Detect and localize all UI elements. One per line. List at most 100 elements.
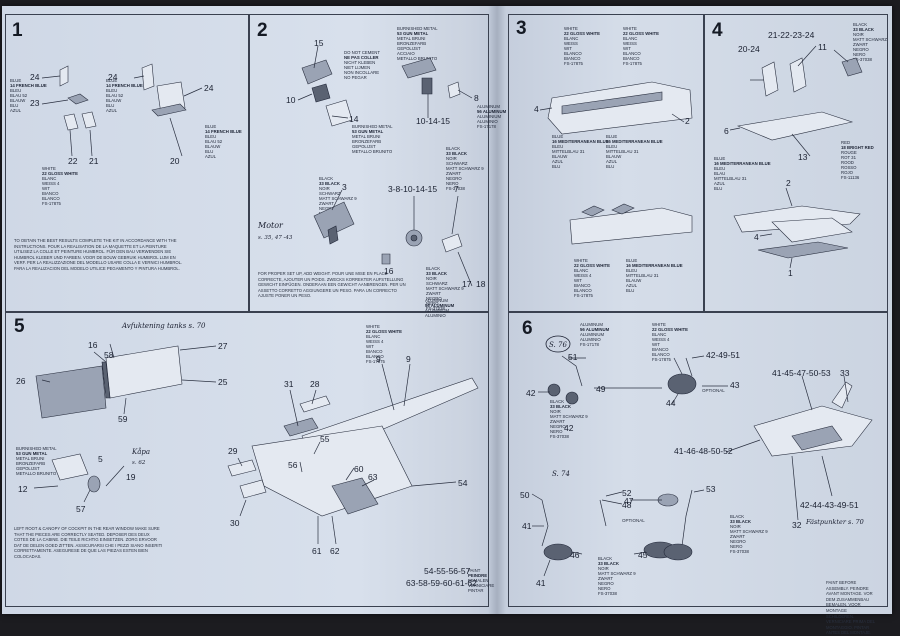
color-callout-line: 22 GLOSS WHITE [564,31,601,36]
color-callout-line: 14 FRENCH BLUE [205,129,242,134]
color-callout-line: ZWART [730,534,746,539]
color-callout-line: BLAU [714,171,726,176]
part-label: 2 [685,116,690,126]
color-callout-line: WHITE [574,258,588,263]
part-label: 45 [638,550,648,560]
color-callout-line: BLACK [853,22,868,27]
color-callout-line: BLUE [205,124,217,129]
part-label: 41-46-48-50-52 [674,446,733,456]
handwritten-note: S. 76 [549,341,567,349]
color-callout-line: WIT [623,46,631,51]
color-callout-line: NOIR [550,409,561,414]
color-callout-line: METAL BRUNI [16,456,45,461]
color-callout-line: FS-17875 [652,357,671,362]
color-callout-line: 14 FRENCH BLUE [10,83,47,88]
color-callout-line: 16 MEDITERRANEAN BLUE [552,139,609,144]
handwritten-note: Motor [257,221,284,230]
color-callout-line: BLU [714,186,723,191]
color-callout-line: 53 GUN METAL [352,129,384,134]
instrument-panel-step-2 [297,45,473,287]
color-callout-line: FS-37038 [426,306,445,311]
color-callout-line: FS-37038 [853,57,872,62]
color-callout-line: 16 MEDITERRANEAN BLUE [626,263,683,268]
color-callout-line: NERO [730,544,743,549]
color-callout-line: ROT 31 [841,155,856,160]
part-label: 41-45-47-50-53 [772,368,831,378]
color-callout-line: FS-17875 [623,61,642,66]
part-label: 1 [788,268,793,278]
panel-step-5 [5,312,489,607]
color-callout-line: BLUE [106,78,118,83]
part-label: 13 [798,152,808,162]
part-label: 62 [330,546,340,556]
color-callout-line: MITTELBLAU 31 [714,176,747,181]
part-label: 4 [534,104,539,114]
part-label: 50 [520,490,530,500]
color-callout-line: 53 GUN METAL [16,451,48,456]
color-callout-line: BLU [626,288,635,293]
color-callout-line: 22 GLOSS WHITE [42,171,79,176]
color-callout-line: BLEU [205,134,217,139]
part-label: 42 [564,423,574,433]
color-callout-line: FS-11136 [841,175,860,180]
color-callout-line: MATT SCHWARZ 9 [730,529,768,534]
color-callout-line: GEPOLIJST [352,144,376,149]
handwritten-note: s. 35, 47 -43 [258,235,293,241]
color-callout-line: MATT SCHWARZ 9 [550,414,588,419]
color-callout-line: WHITE [623,26,637,31]
part-label: 48 [622,500,632,510]
color-callout-line: DO NOT CEMENT [344,50,380,55]
color-callout-line: NEGRO [319,206,335,211]
color-callout-line: BIANCO [652,347,669,352]
part-label: 30 [230,518,240,528]
color-callout-line: BLANC [42,176,57,181]
color-callout-line: BIANCO [366,349,383,354]
part-label: 10 [286,95,296,105]
color-callout-line: ALUMINIO [477,119,498,124]
color-callout-line: FS-17875 [366,359,385,364]
color-callout-line: 56 ALUMINUM [425,303,455,308]
color-callout-line: NEGRO [853,47,869,52]
color-callout-line: BLANCO [366,354,384,359]
color-callout-line: BRONZEFARB [397,41,427,46]
color-callout-line: 33 BLACK [550,404,572,409]
landing-gear-step-6 [531,355,873,577]
step-number-4: 4 [712,20,723,41]
part-label: 7 [454,184,459,194]
part-label: 16 [384,266,394,276]
color-callout-line: NON INCOLLARE [344,70,380,75]
color-callout-line: BLANC [366,334,381,339]
color-callout-line: BLAUW [606,154,622,159]
color-callout-line: BLEU [626,268,638,273]
instruction-note: FOR PROPER SET UP, ADD WEIGHT. POUR UNE … [258,271,406,299]
color-callout-line: NEGRO [730,539,746,544]
color-callout-line: 33 BLACK [446,151,468,156]
color-callout-line: AZUL [552,159,563,164]
color-callout-line: BURNISHED METAL [352,124,393,129]
color-callout-line: BLANC [652,332,667,337]
color-callout-line: NOIR [446,156,457,161]
panel-step-1 [5,14,249,312]
color-callout-line: WHITE [366,324,380,329]
handwritten-circle [545,335,571,353]
color-callout-line: BLACK [446,146,461,151]
color-callout-line: WEISS [623,41,637,46]
color-callout-line: WEISS 4 [42,181,60,186]
color-callout-line: AZUL [606,159,617,164]
part-label: 25 [218,377,228,387]
color-callout-line: NERO [550,429,563,434]
part-label: 23 [30,98,40,108]
optional-label: OPTIONAL [702,388,725,393]
color-callout-line: WEISS 4 [652,337,670,342]
color-callout-line: NIET LIJMEN [344,65,371,70]
color-callout-line: BLU [106,103,115,108]
color-callout-line: AZUL [205,154,216,159]
